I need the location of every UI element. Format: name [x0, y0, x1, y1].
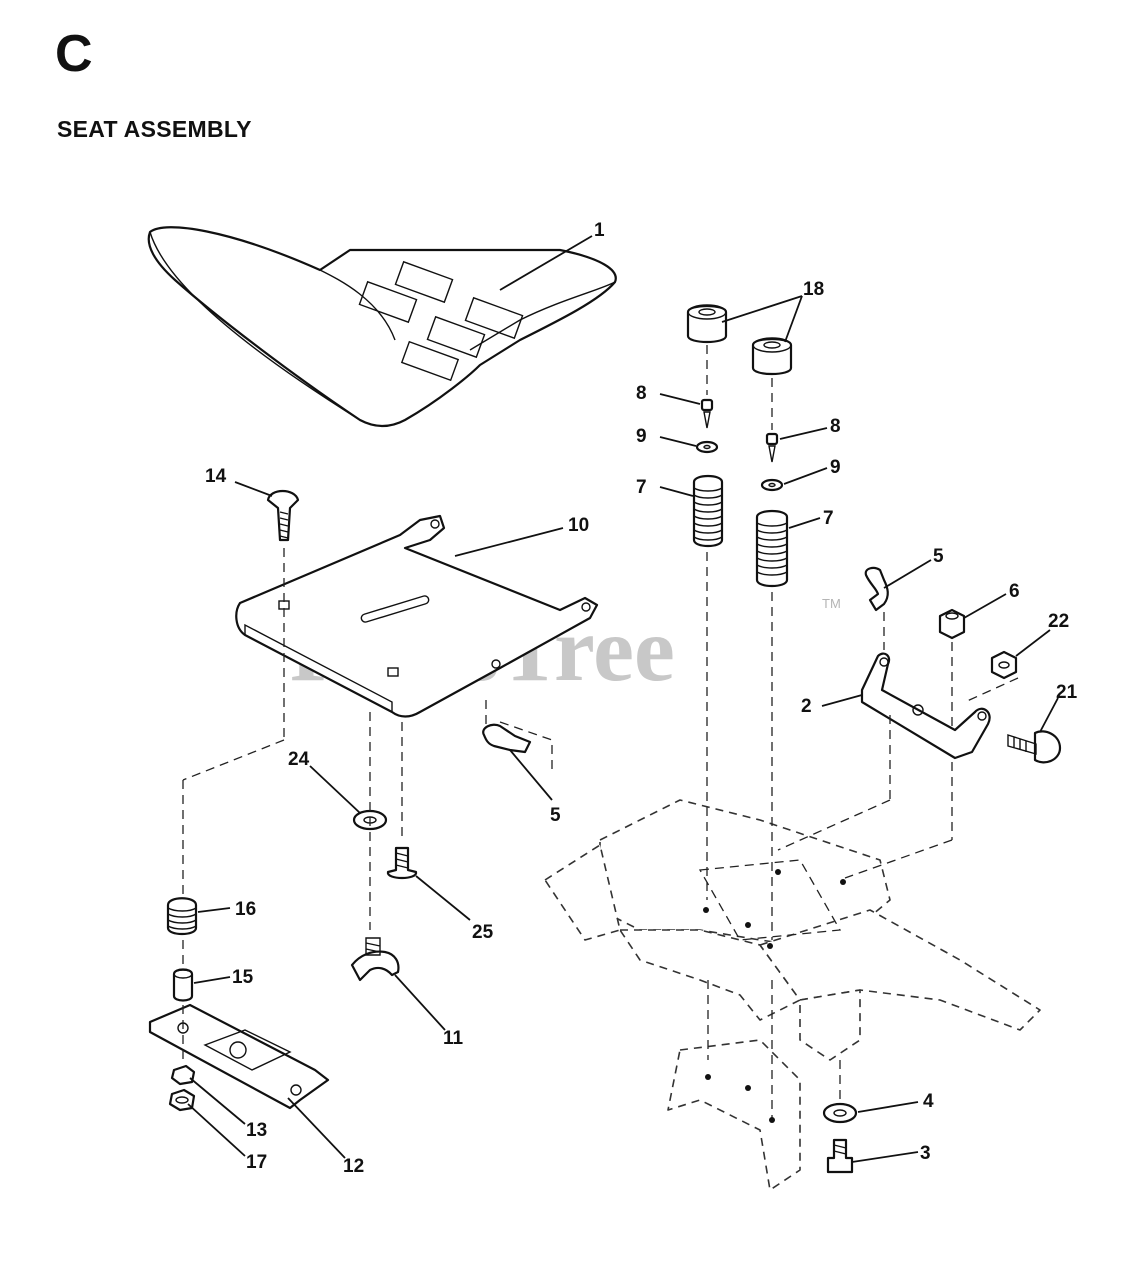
seat-pan	[235, 514, 599, 718]
callout-6: 6	[1009, 581, 1020, 602]
callout-21: 21	[1056, 682, 1078, 703]
callout-9b: 9	[830, 457, 841, 478]
callout-10: 10	[568, 515, 589, 536]
carriage-bolt	[266, 489, 300, 542]
callout-3: 3	[920, 1143, 931, 1164]
spring-bracket-2	[860, 652, 991, 760]
callout-7a: 7	[636, 477, 647, 498]
callout-24: 24	[288, 749, 310, 770]
spring-7a	[692, 474, 724, 548]
callout-7b: 7	[823, 508, 834, 529]
nut-22	[990, 650, 1018, 680]
clip-5-lower	[482, 700, 553, 770]
callout-8b: 8	[830, 416, 841, 437]
washer-4	[822, 1102, 858, 1124]
section-letter: C	[55, 25, 93, 83]
rubber-bumper-18b	[751, 337, 793, 376]
rubber-bumper-18a	[686, 304, 728, 344]
callout-16: 16	[235, 899, 256, 920]
callout-13: 13	[246, 1120, 267, 1141]
spring-7b	[755, 509, 789, 588]
alignment-lines	[182, 548, 403, 1062]
callout-4: 4	[923, 1091, 934, 1112]
callout-8a: 8	[636, 383, 647, 404]
callout-15: 15	[232, 967, 254, 988]
nut-13	[170, 1064, 196, 1086]
callout-5-upper: 5	[933, 546, 944, 567]
callout-labels: 1 18 8 9 7 8 9 7 14 10 5 6 22 2 21 5 24 …	[205, 220, 1078, 1177]
spacer-15	[172, 968, 194, 1002]
clip-5-upper	[864, 566, 889, 612]
slide-plate-12	[148, 1003, 330, 1110]
washer-9a	[695, 440, 719, 454]
screw-8a	[700, 398, 714, 429]
lock-nut-6	[938, 608, 966, 640]
washer-9b	[760, 478, 784, 492]
shoulder-bolt-21	[1007, 730, 1062, 764]
callout-5-lower: 5	[550, 805, 561, 826]
callout-14: 14	[205, 466, 227, 487]
hex-bolt-3	[826, 1138, 854, 1174]
page-title: SEAT ASSEMBLY	[57, 116, 252, 142]
leader-lines	[187, 235, 1059, 1163]
seat	[147, 226, 617, 428]
spring-16	[166, 897, 198, 936]
shoulder-bolt-25	[386, 846, 418, 880]
callout-12: 12	[343, 1156, 364, 1177]
callout-1: 1	[594, 220, 605, 241]
tractor-frame-outline	[544, 799, 1041, 1191]
callout-18: 18	[803, 279, 824, 300]
callout-9a: 9	[636, 426, 647, 447]
screw-8b	[765, 432, 779, 463]
adjustment-knob-11	[350, 937, 400, 982]
callout-2: 2	[801, 696, 812, 717]
watermark-trademark: TM	[822, 596, 841, 611]
callout-22: 22	[1048, 611, 1069, 632]
callout-17: 17	[246, 1152, 267, 1173]
callout-25: 25	[472, 922, 494, 943]
callout-11: 11	[443, 1028, 464, 1049]
